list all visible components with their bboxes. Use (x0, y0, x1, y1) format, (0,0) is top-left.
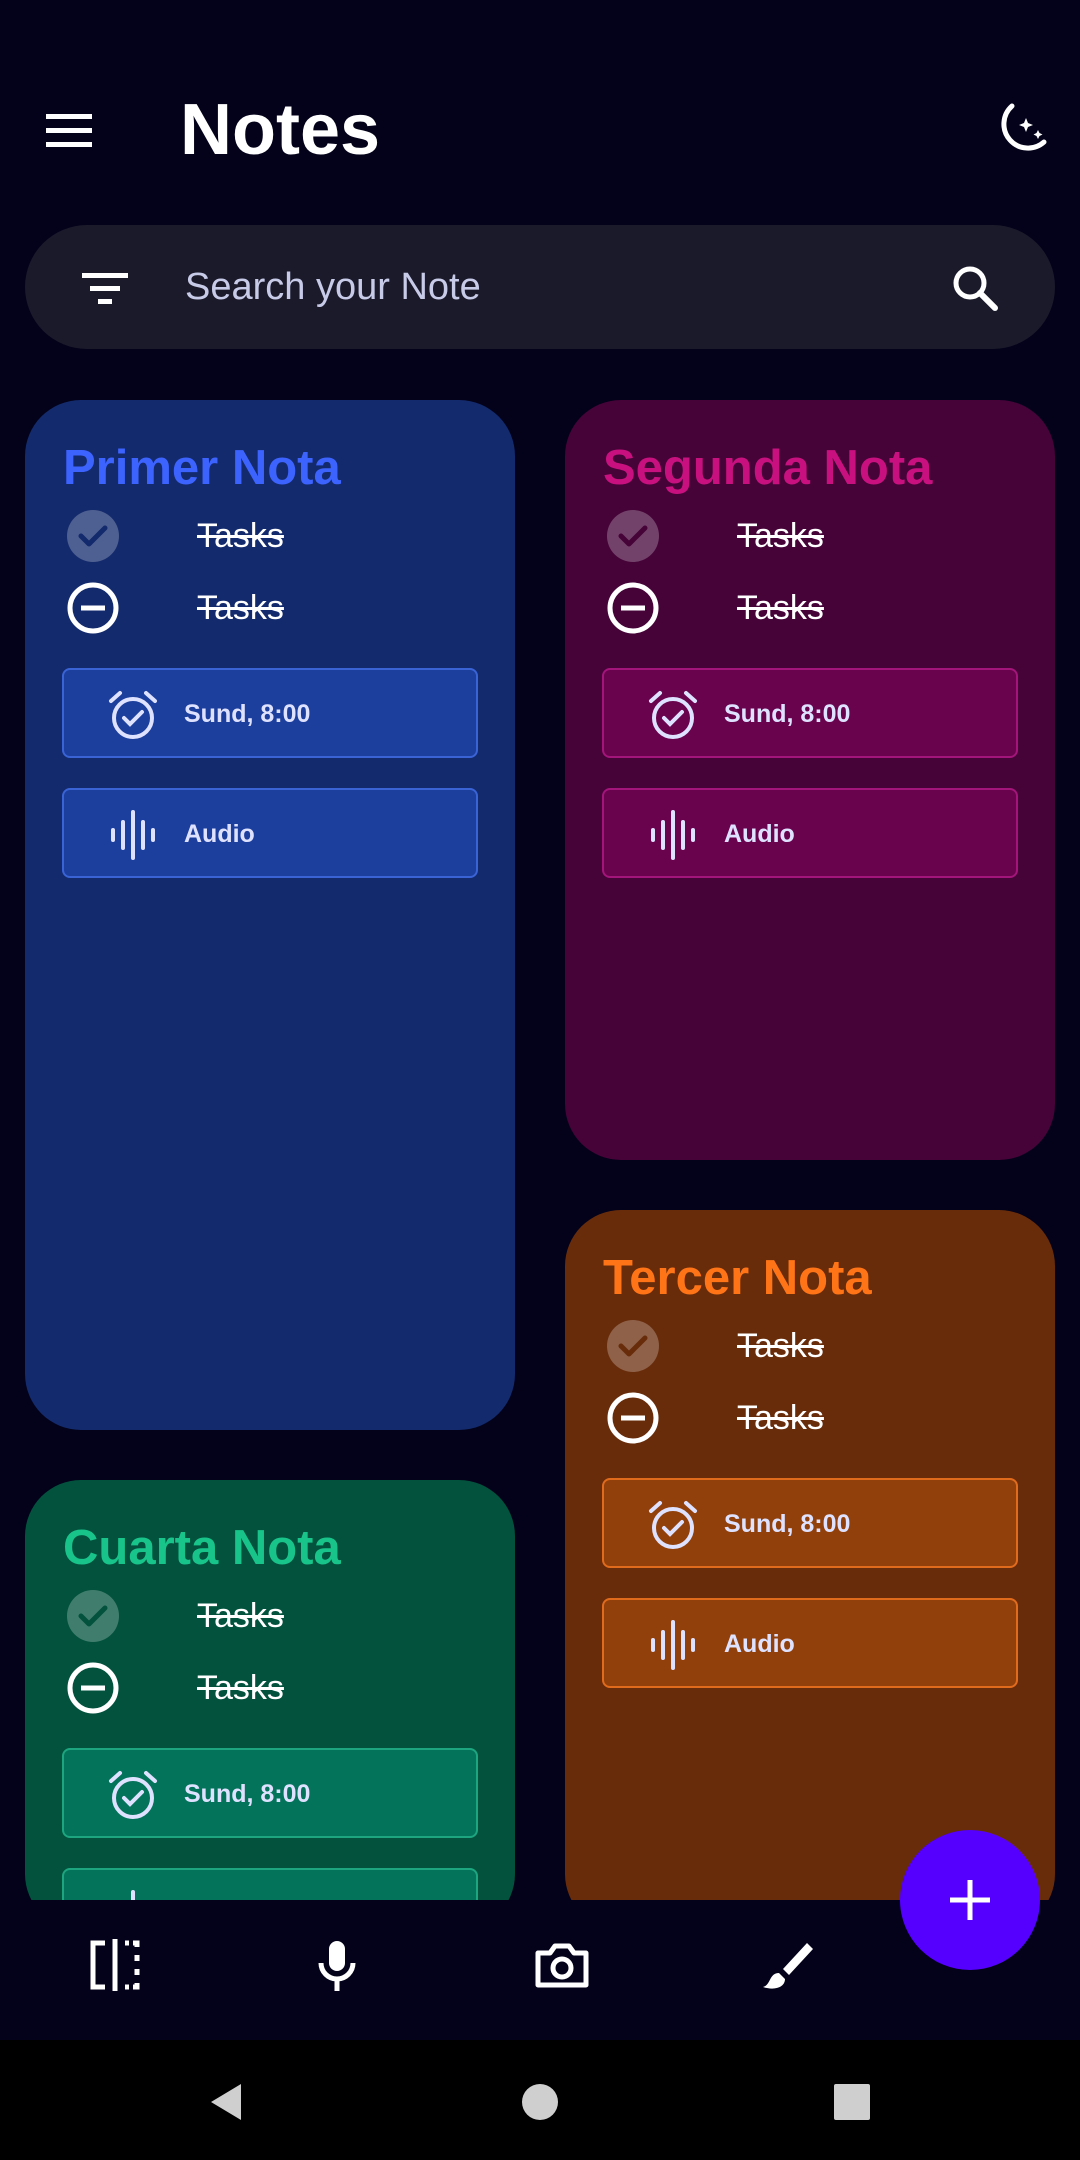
audio-chip[interactable]: Audio (62, 788, 478, 878)
search-bar[interactable] (25, 225, 1055, 349)
camera-button[interactable] (532, 1935, 592, 1995)
task-label: Tasks (737, 1399, 824, 1437)
alarm-icon (109, 1771, 157, 1819)
back-icon (211, 2084, 241, 2120)
checked-circle-icon (607, 1320, 659, 1372)
task-item[interactable]: Tasks (605, 1318, 1025, 1378)
add-note-button[interactable] (900, 1830, 1040, 1970)
audio-waveform-icon (111, 810, 155, 860)
task-item[interactable]: Tasks (65, 1588, 485, 1648)
reminder-label: Sund, 8:00 (184, 1780, 311, 1808)
task-label: Tasks (197, 517, 284, 555)
remove-circle-icon (67, 1662, 119, 1714)
menu-button[interactable] (40, 100, 100, 160)
task-item[interactable]: Tasks (65, 1660, 485, 1720)
microphone-button[interactable] (307, 1935, 367, 1995)
task-item[interactable]: Tasks (605, 508, 1025, 568)
brush-icon (763, 1943, 813, 1989)
reminder-chip[interactable]: Sund, 8:00 (602, 668, 1018, 758)
task-label: Tasks (737, 517, 824, 555)
task-label: Tasks (197, 1597, 284, 1635)
checked-circle-icon (67, 510, 119, 562)
hamburger-menu-icon (46, 114, 92, 147)
note-card[interactable]: Cuarta Nota Tasks Tasks Sund, 8:00 Audio (25, 1480, 515, 1930)
alarm-icon (649, 691, 697, 739)
filter-icon (82, 273, 128, 304)
recents-icon (834, 2084, 870, 2120)
note-title: Tercer Nota (603, 1251, 872, 1305)
back-button[interactable] (205, 2080, 249, 2124)
note-title: Segunda Nota (603, 441, 933, 495)
task-remove-button[interactable] (605, 580, 661, 636)
task-remove-button[interactable] (605, 1390, 661, 1446)
task-label: Tasks (197, 589, 284, 627)
task-checkbox[interactable] (65, 1588, 121, 1644)
task-label: Tasks (197, 1669, 284, 1707)
split-view-button[interactable] (85, 1935, 145, 1995)
reminder-chip[interactable]: Sund, 8:00 (62, 668, 478, 758)
task-checkbox[interactable] (605, 1318, 661, 1374)
moon-stars-icon (1001, 103, 1047, 151)
remove-circle-icon (607, 1392, 659, 1444)
microphone-icon (318, 1941, 356, 1991)
alarm-icon (109, 691, 157, 739)
audio-waveform-icon (651, 810, 695, 860)
page-title: Notes (180, 90, 381, 170)
note-card[interactable]: Primer Nota Tasks Tasks Sund, 8:00 Audio (25, 400, 515, 1430)
plus-icon (950, 1880, 990, 1920)
audio-label: Audio (724, 820, 795, 848)
audio-waveform-icon (651, 1620, 695, 1670)
remove-circle-icon (67, 582, 119, 634)
audio-chip[interactable]: Audio (602, 788, 1018, 878)
note-card[interactable]: Segunda Nota Tasks Tasks Sund, 8:00 Audi… (565, 400, 1055, 1160)
reminder-label: Sund, 8:00 (184, 700, 311, 728)
note-title: Cuarta Nota (63, 1521, 341, 1575)
theme-toggle-button[interactable] (990, 100, 1050, 160)
camera-icon (535, 1943, 589, 1988)
task-remove-button[interactable] (65, 1660, 121, 1716)
remove-circle-icon (607, 582, 659, 634)
task-item[interactable]: Tasks (65, 580, 485, 640)
task-remove-button[interactable] (65, 580, 121, 636)
search-input[interactable]: Search your Note (185, 266, 481, 308)
search-button[interactable] (945, 258, 1005, 318)
note-title: Primer Nota (63, 441, 341, 495)
split-view-icon (90, 1939, 140, 1991)
reminder-chip[interactable]: Sund, 8:00 (602, 1478, 1018, 1568)
task-checkbox[interactable] (605, 508, 661, 564)
task-item[interactable]: Tasks (65, 508, 485, 568)
task-item[interactable]: Tasks (605, 1390, 1025, 1450)
search-icon (953, 266, 998, 311)
reminder-label: Sund, 8:00 (724, 700, 851, 728)
home-button[interactable] (518, 2080, 562, 2124)
brush-button[interactable] (757, 1935, 817, 1995)
audio-chip[interactable]: Audio (602, 1598, 1018, 1688)
recents-button[interactable] (830, 2080, 874, 2124)
checked-circle-icon (67, 1590, 119, 1642)
reminder-chip[interactable]: Sund, 8:00 (62, 1748, 478, 1838)
audio-label: Audio (184, 820, 255, 848)
filter-button[interactable] (75, 258, 135, 318)
task-label: Tasks (737, 589, 824, 627)
checked-circle-icon (607, 510, 659, 562)
task-item[interactable]: Tasks (605, 580, 1025, 640)
note-card[interactable]: Tercer Nota Tasks Tasks Sund, 8:00 Audio (565, 1210, 1055, 1930)
alarm-icon (649, 1501, 697, 1549)
task-checkbox[interactable] (65, 508, 121, 564)
home-icon (522, 2084, 558, 2120)
audio-label: Audio (724, 1630, 795, 1658)
reminder-label: Sund, 8:00 (724, 1510, 851, 1538)
task-label: Tasks (737, 1327, 824, 1365)
